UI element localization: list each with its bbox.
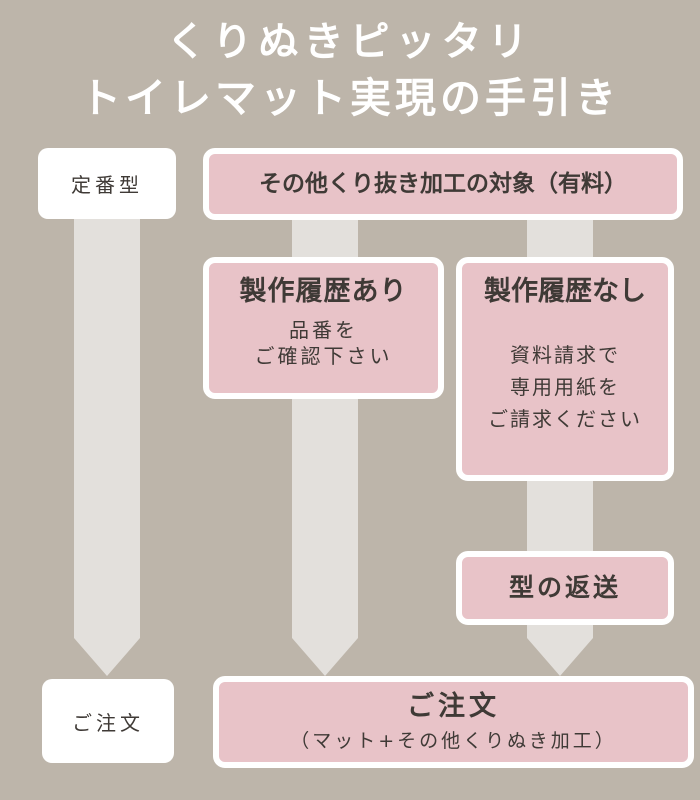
title-line-1: くりぬきピッタリ	[166, 19, 534, 65]
without-history-note-line1: 資料請求で	[510, 343, 620, 367]
with-history-title: 製作履歴あり	[239, 276, 408, 307]
order-subtitle: （マット+その他くりぬき加工）	[290, 730, 617, 752]
order-box: ご注文 （マット+その他くりぬき加工）	[213, 676, 694, 768]
standard-type-box: 定番型	[38, 148, 176, 219]
with-history-note-line1: 品番を	[289, 318, 358, 342]
with-history-note-line2: ご確認下さい	[254, 344, 393, 368]
without-history-title: 製作履歴なし	[484, 276, 646, 307]
without-history-box: 製作履歴なし 資料請求で 専用用紙を ご請求ください	[456, 257, 674, 481]
standard-type-label: 定番型	[71, 173, 143, 197]
custom-cutout-box: その他くり抜き加工の対象（有料）	[203, 148, 683, 220]
without-history-note-line2: 専用用紙を	[510, 375, 620, 399]
order-title: ご注文	[407, 691, 500, 722]
order-label-box: ご注文	[42, 679, 174, 763]
without-history-note-line3: ご請求ください	[488, 407, 642, 431]
arrow-standard-to-order	[74, 218, 140, 676]
return-mold-label: 型の返送	[508, 573, 621, 602]
custom-cutout-label: その他くり抜き加工の対象（有料）	[259, 171, 627, 197]
title-line-2: トイレマット実現の手引き	[80, 74, 620, 122]
with-history-box: 製作履歴あり 品番を ご確認下さい	[203, 257, 444, 399]
order-label: ご注文	[72, 710, 144, 735]
return-mold-box: 型の返送	[456, 551, 674, 625]
